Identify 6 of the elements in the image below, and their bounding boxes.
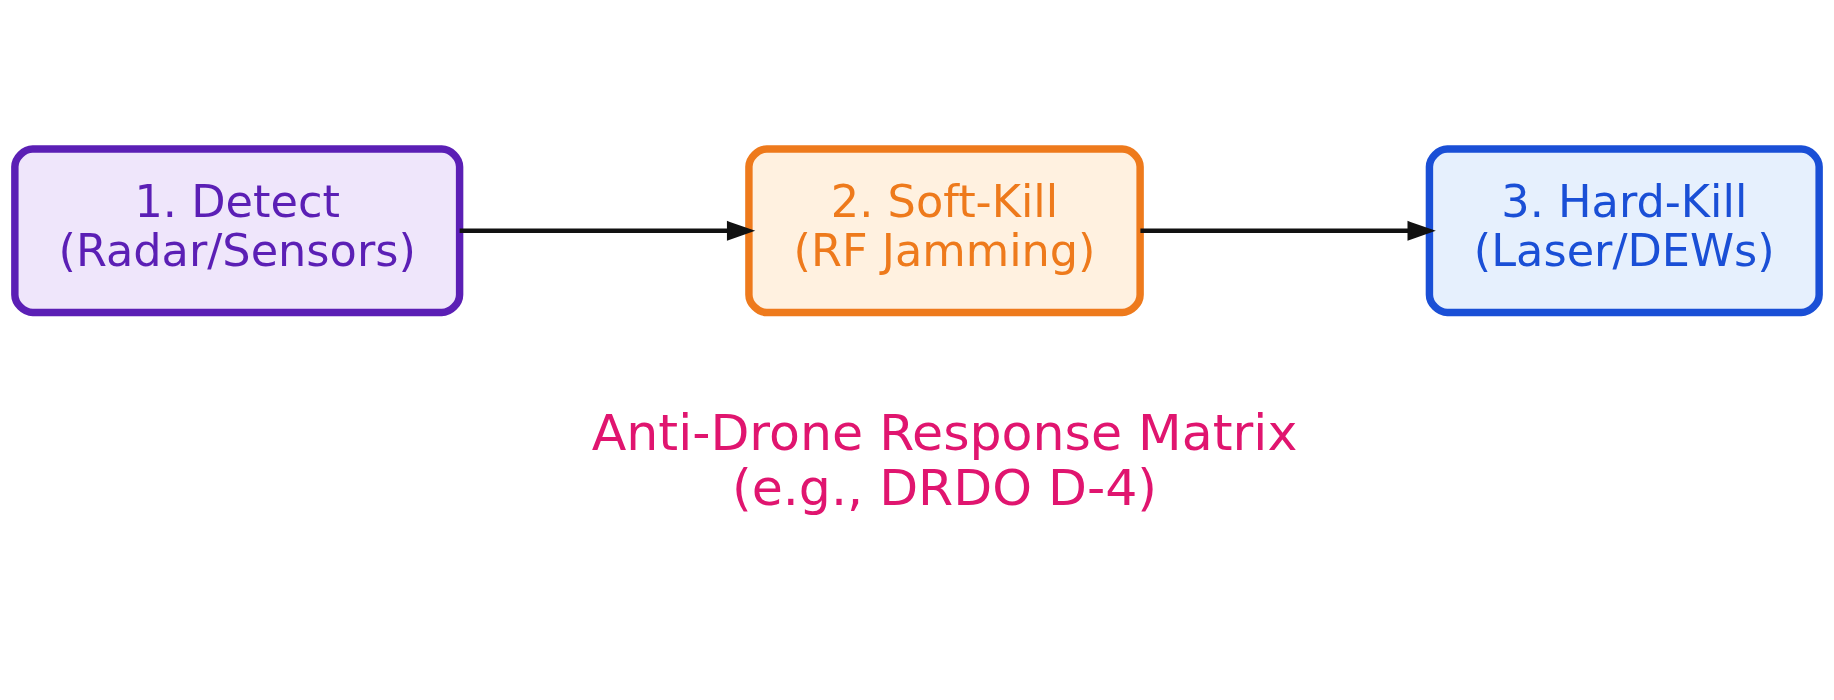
arrow — [459, 220, 756, 241]
node-box: 1. Detect (Radar/Sensors) — [11, 144, 464, 316]
node-box: 3. Hard-Kill (Laser/DEWs) — [1425, 144, 1823, 316]
label: Anti-Drone Response Matrix — [591, 402, 1298, 462]
arrow — [1140, 220, 1436, 241]
node-box: 2. Soft-Kill (RF Jamming) — [745, 144, 1144, 316]
